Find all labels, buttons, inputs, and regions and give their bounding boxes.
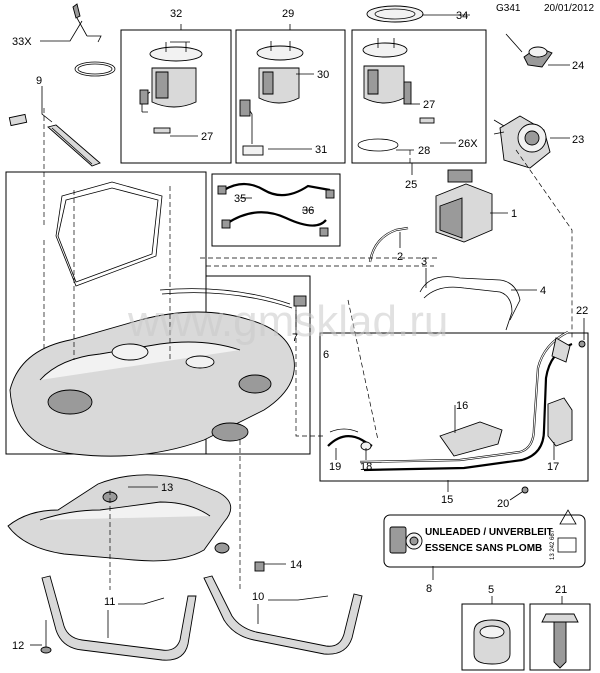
seal-ring-33x [72,3,116,77]
callout-29: 29 [282,8,294,20]
watermark: www.gmsklad.ru [127,297,448,346]
fuel-label-side-code: 13 242 667 [550,529,556,560]
callout-10: 10 [252,591,264,603]
callout-19: 19 [329,461,341,473]
callout-26x: 26X [458,138,478,150]
callout-20: 20 [497,498,509,510]
callout-24: 24 [572,60,584,72]
bolt-14 [254,561,265,572]
leader-lines [30,14,585,646]
clip-box-5 [461,603,525,671]
callout-35: 35 [234,193,246,205]
callout-16: 16 [456,400,468,412]
callout-31: 31 [315,144,327,156]
connector-7 [293,295,307,307]
fuel-cap-24 [505,33,553,68]
fuel-label-line1: UNLEADED / UNVERBLEIT [425,527,553,538]
callout-5: 5 [488,584,494,596]
strap-11 [41,575,197,661]
callout-7: 7 [292,332,298,344]
callout-14: 14 [290,559,302,571]
canister-1 [435,169,493,243]
callout-32: 32 [170,8,182,20]
callout-9: 9 [36,75,42,87]
seal-ring-34 [366,5,424,23]
bolt-box-21 [529,603,591,671]
gasket-strip-9 [8,113,101,167]
wiring-harness-box [211,173,341,247]
callout-15: 15 [441,494,453,506]
callout-4: 4 [540,285,546,297]
pump-module-box-25 [351,29,487,164]
callout-27b: 27 [423,99,435,111]
callout-1: 1 [511,208,517,220]
diagram-date: 20/01/2012 [544,3,594,14]
callout-8: 8 [426,583,432,595]
callout-21: 21 [555,584,567,596]
pump-module-box-29 [235,29,346,164]
callout-33x: 33X [12,36,32,48]
guide-lines [43,108,573,590]
filler-housing-23 [493,115,551,169]
callout-3: 3 [421,256,427,268]
callout-36: 36 [302,205,314,217]
callout-28: 28 [418,145,430,157]
filler-pipe-box-15 [319,331,589,482]
callout-labels: 32 29 34 33X 9 24 23 30 27 31 27 26X 28 … [12,8,588,652]
strap-10 [203,575,363,655]
callout-23: 23 [572,134,584,146]
callout-6: 6 [323,349,329,361]
fuel-label-8 [383,509,586,568]
callout-34: 34 [456,10,468,22]
callout-22: 22 [576,305,588,317]
hose-2 [368,226,409,263]
callout-13: 13 [161,482,173,494]
callout-2: 2 [397,251,403,263]
bolt-12 [40,620,52,654]
callout-30: 30 [317,69,329,81]
callout-27a: 27 [201,131,213,143]
fuel-label-line2: ESSENCE SANS PLOMB [425,543,542,554]
heat-shield-13 [7,474,232,562]
callout-17: 17 [547,461,559,473]
callout-25: 25 [405,179,417,191]
vapor-lines-3-4 [419,276,521,331]
callout-11: 11 [104,596,115,608]
callout-12: 12 [12,640,24,652]
pump-module-box-32 [120,29,232,164]
fuel-tank-box-6 [5,171,311,457]
screws-20-22 [521,340,586,494]
diagram-code: G341 [496,3,521,14]
callout-18: 18 [360,461,372,473]
